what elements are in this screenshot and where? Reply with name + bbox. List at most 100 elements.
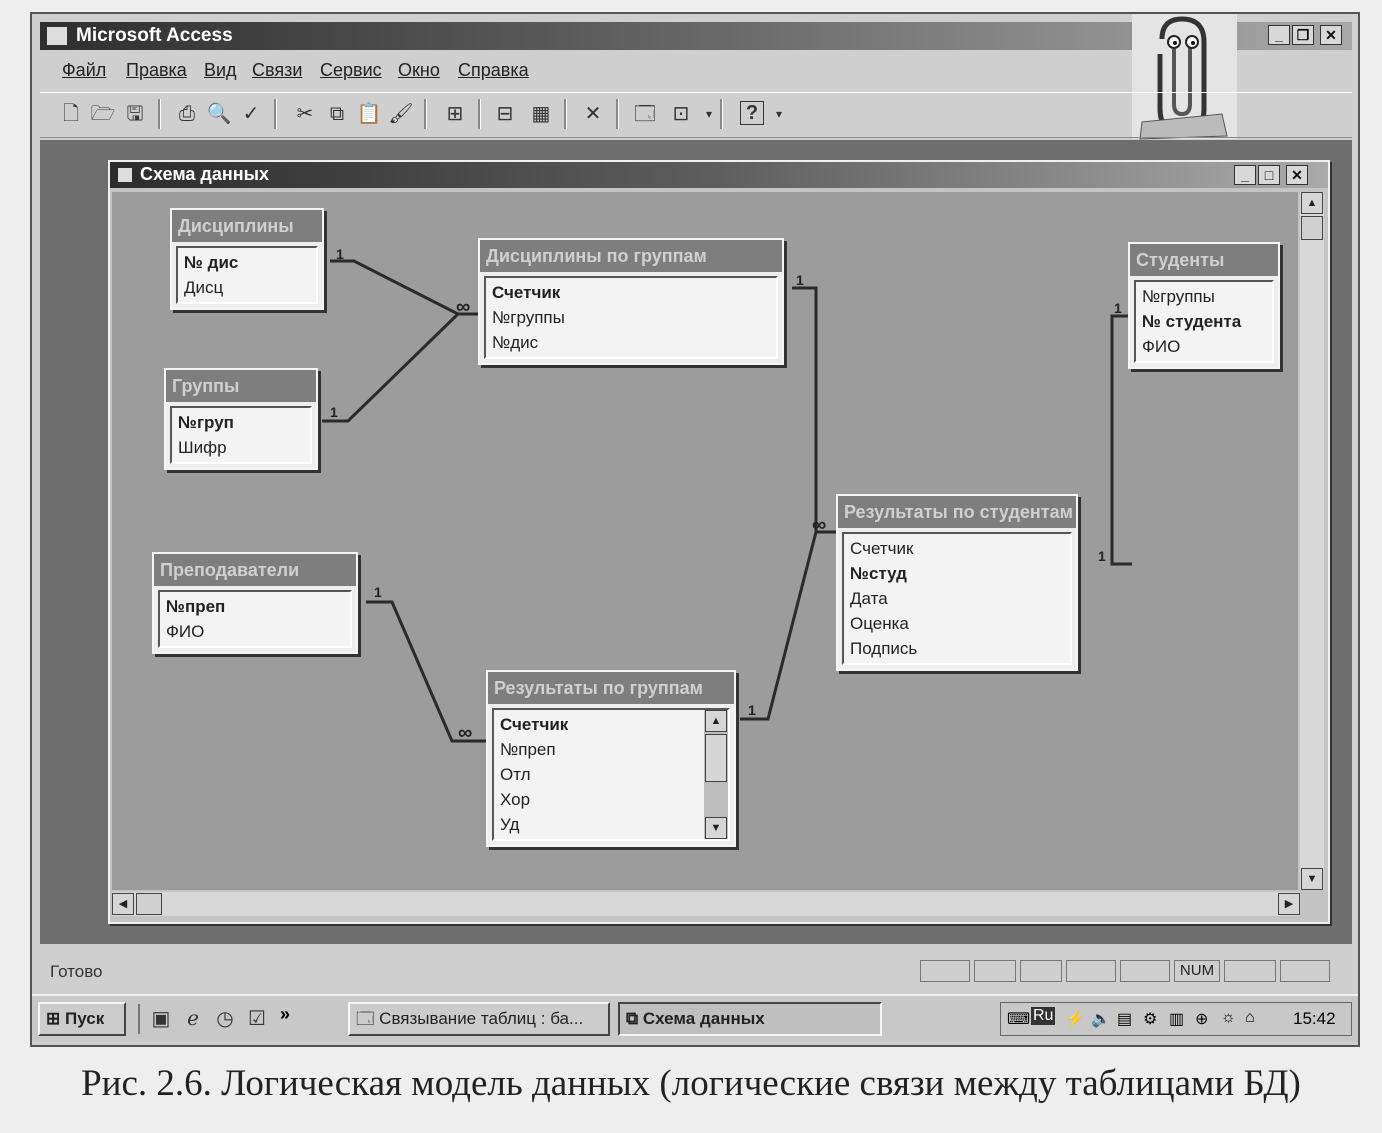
quicklaunch-more-icon[interactable]: »	[280, 1004, 291, 1024]
table-title[interactable]: Дисциплины по группам	[480, 240, 782, 272]
table-field[interactable]: №преп	[166, 597, 226, 616]
show-all-icon[interactable]: ▦	[531, 103, 551, 125]
help-icon[interactable]: ?	[740, 101, 764, 125]
table-field[interactable]: Счетчик	[500, 715, 569, 734]
delete-icon[interactable]: ✕	[584, 103, 602, 125]
menu-tools[interactable]: Сервис	[320, 60, 382, 80]
volume-icon[interactable]: 🔈	[1091, 1011, 1111, 1028]
table-field[interactable]: Дисц	[184, 278, 224, 297]
table-title[interactable]: Студенты	[1130, 244, 1278, 276]
table-field[interactable]: Хор	[500, 790, 531, 809]
table-results-by-groups[interactable]: Результаты по группам Счетчик №преп Отл …	[486, 670, 736, 847]
database-window-icon[interactable]: 🗔	[634, 103, 656, 125]
table-field[interactable]: Дата	[850, 589, 888, 608]
scroll-down-arrow-icon[interactable]: ▼	[705, 817, 727, 839]
table-field[interactable]: №дис	[492, 333, 539, 352]
print-preview-icon[interactable]: 🔍	[206, 103, 232, 125]
menu-edit[interactable]: Правка	[126, 60, 187, 80]
show-desktop-icon[interactable]: ▣	[151, 1008, 171, 1030]
dropdown-arrow-icon[interactable]: ▾	[705, 107, 713, 121]
table-field[interactable]: Счетчик	[850, 539, 914, 558]
menu-window[interactable]: Окно	[398, 60, 440, 80]
table-field[interactable]: Подпись	[850, 639, 918, 658]
table-title[interactable]: Дисциплины	[172, 210, 322, 242]
tray-icon[interactable]: ⚡	[1065, 1011, 1085, 1028]
format-painter-icon[interactable]: 🖌	[388, 103, 414, 125]
outlook-icon[interactable]: ◷	[216, 1008, 234, 1030]
table-title[interactable]: Группы	[166, 370, 316, 402]
new-file-icon[interactable]: 🗋	[62, 103, 80, 125]
cut-icon[interactable]: ✂	[296, 103, 314, 125]
save-icon[interactable]: 🖫	[126, 103, 144, 125]
start-button[interactable]: ⊞ Пуск	[38, 1002, 126, 1036]
show-direct-icon[interactable]: ⊟	[496, 103, 514, 125]
table-teachers[interactable]: Преподаватели №преп ФИО	[152, 552, 358, 654]
table-field[interactable]: №группы	[492, 308, 565, 327]
scroll-thumb[interactable]	[705, 734, 727, 782]
open-folder-icon[interactable]: 🗁	[90, 103, 116, 125]
table-field[interactable]: Уд	[500, 815, 520, 834]
close-button[interactable]: ✕	[1320, 25, 1342, 45]
table-field[interactable]: № студента	[1142, 312, 1242, 331]
new-object-icon[interactable]: ⊡	[672, 103, 690, 125]
table-field[interactable]: №груп	[178, 413, 234, 432]
table-results-by-students[interactable]: Результаты по студентам Счетчик №студ Да…	[836, 494, 1078, 671]
table-field[interactable]: Шифр	[178, 438, 227, 457]
table-field[interactable]: №преп	[500, 740, 556, 759]
table-field[interactable]: № дис	[184, 253, 239, 272]
paste-icon[interactable]: 📋	[356, 103, 382, 125]
scroll-thumb[interactable]	[136, 893, 162, 915]
tray-icon[interactable]: ⌨	[1007, 1011, 1031, 1028]
show-table-icon[interactable]: ⊞	[446, 103, 464, 125]
spelling-icon[interactable]: ✓	[242, 103, 260, 125]
canvas-vertical-scrollbar[interactable]: ▲ ▼	[1300, 192, 1324, 890]
table-students[interactable]: Студенты №группы № студента ФИО	[1128, 242, 1280, 369]
clock[interactable]: 15:42	[1293, 1009, 1336, 1028]
taskbar-task-relationships[interactable]: ⧉ Схема данных	[618, 1002, 882, 1036]
help-dropdown-icon[interactable]: ▾	[775, 107, 783, 121]
child-maximize-button[interactable]: □	[1258, 165, 1280, 185]
child-minimize-button[interactable]: _	[1234, 165, 1256, 185]
table-field[interactable]: Отл	[500, 765, 531, 784]
table-field[interactable]: Счетчик	[492, 283, 561, 302]
language-indicator[interactable]: Ru	[1031, 1007, 1056, 1025]
table-field[interactable]: №группы	[1142, 287, 1215, 306]
minimize-button[interactable]: _	[1268, 25, 1290, 45]
print-icon[interactable]: ⎙	[179, 103, 195, 125]
menu-file[interactable]: Файл	[62, 60, 107, 80]
scroll-up-arrow-icon[interactable]: ▲	[705, 710, 727, 732]
table-title[interactable]: Преподаватели	[154, 554, 356, 586]
tray-icon[interactable]: ⚙	[1143, 1011, 1158, 1028]
access-app-icon[interactable]	[46, 26, 68, 46]
table-field[interactable]: Оценка	[850, 614, 909, 633]
table-disciplines[interactable]: Дисциплины № дис Дисц	[170, 208, 324, 310]
table-title[interactable]: Результаты по студентам	[838, 496, 1076, 528]
office-assistant-icon[interactable]	[1122, 14, 1242, 144]
table-field[interactable]: ФИО	[1142, 337, 1181, 356]
tray-icon[interactable]: ▥	[1169, 1011, 1185, 1028]
table-disciplines-by-groups[interactable]: Дисциплины по группам Счетчик №группы №д…	[478, 238, 784, 365]
scroll-right-arrow-icon[interactable]: ▶	[1278, 893, 1300, 915]
scroll-left-arrow-icon[interactable]: ◀	[112, 893, 134, 915]
internet-explorer-icon[interactable]: ℯ	[187, 1008, 199, 1030]
menu-help[interactable]: Справка	[458, 60, 529, 80]
scroll-thumb[interactable]	[1301, 216, 1323, 240]
copy-icon[interactable]: ⧉	[329, 103, 345, 125]
table-field[interactable]: ФИО	[166, 622, 205, 641]
scroll-up-arrow-icon[interactable]: ▲	[1301, 192, 1323, 214]
menu-view[interactable]: Вид	[204, 60, 237, 80]
scroll-down-arrow-icon[interactable]: ▼	[1301, 868, 1323, 890]
table-title[interactable]: Результаты по группам	[488, 672, 734, 704]
tray-icon[interactable]: ▤	[1117, 1011, 1133, 1028]
canvas-horizontal-scrollbar[interactable]: ◀ ▶	[112, 892, 1300, 916]
taskbar-task-link-tables[interactable]: 🗔 Связывание таблиц : ба...	[348, 1002, 610, 1036]
table-field[interactable]: №студ	[850, 564, 907, 583]
relationships-canvas[interactable]: 1 ∞ 1 1 ∞ 1 1 1 ∞ 1 Дисциплины № дис Дис…	[112, 192, 1298, 890]
tray-icon[interactable]: ☼	[1221, 1009, 1236, 1026]
tray-icon[interactable]: ⊕	[1195, 1011, 1209, 1028]
restore-button[interactable]: ❐	[1292, 25, 1314, 45]
quicklaunch-app-icon[interactable]: ☑	[248, 1008, 266, 1030]
child-close-button[interactable]: ✕	[1286, 165, 1308, 185]
field-list-scrollbar[interactable]: ▲ ▼	[704, 710, 728, 839]
table-groups[interactable]: Группы №груп Шифр	[164, 368, 318, 470]
